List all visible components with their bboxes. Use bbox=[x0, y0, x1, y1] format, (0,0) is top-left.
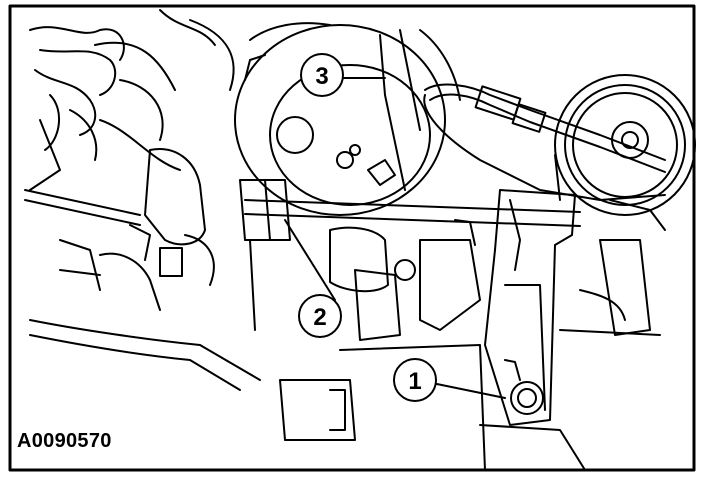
brake-line bbox=[379, 29, 666, 201]
callout-2: 2 bbox=[298, 294, 342, 338]
callout-3: 3 bbox=[300, 53, 344, 97]
callout-1: 1 bbox=[393, 358, 437, 402]
clamp-bracket bbox=[484, 189, 576, 426]
callout-3-label: 3 bbox=[315, 63, 328, 90]
sensor-connector bbox=[59, 148, 215, 311]
pulley bbox=[554, 74, 696, 216]
callout-2-label: 2 bbox=[313, 304, 326, 331]
leader-lines bbox=[284, 77, 506, 399]
brake-booster bbox=[234, 22, 461, 216]
adjust-rod bbox=[239, 179, 581, 241]
figure-border bbox=[8, 4, 696, 472]
callout-1-label: 1 bbox=[408, 368, 421, 395]
figure-id: A0090570 bbox=[14, 430, 115, 453]
lower-housings bbox=[329, 199, 666, 341]
bottom-structure bbox=[29, 239, 586, 471]
left-hose-cluster bbox=[24, 9, 235, 226]
